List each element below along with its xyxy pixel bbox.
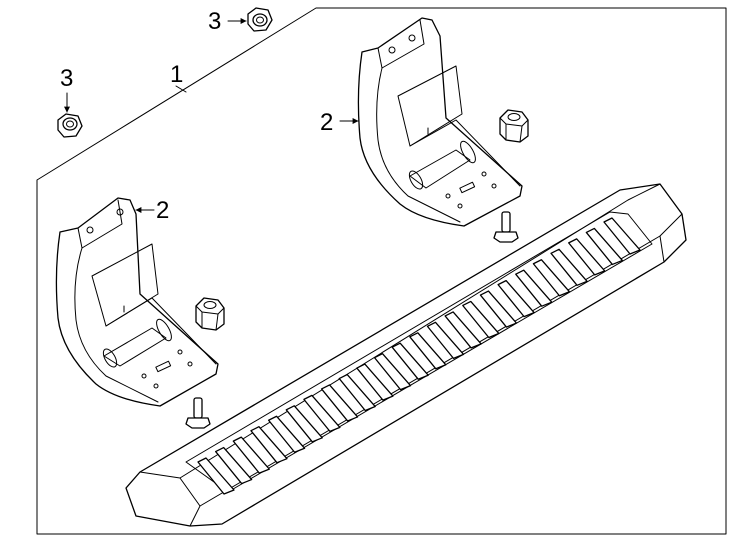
callout-assembly: 1 bbox=[170, 61, 183, 88]
tread-rib bbox=[444, 311, 482, 349]
callout-bracket-left: 2 bbox=[156, 197, 169, 224]
nut-top bbox=[247, 7, 273, 32]
tread-rib bbox=[550, 248, 588, 286]
tread-rib bbox=[479, 290, 518, 328]
tread-rib bbox=[603, 217, 641, 255]
tread-rib bbox=[409, 332, 447, 370]
tread-rib bbox=[426, 321, 465, 359]
tread-rib bbox=[356, 363, 394, 401]
callout-nut-top: 3 bbox=[208, 8, 221, 35]
tread-rib bbox=[373, 353, 412, 391]
tread-rib bbox=[267, 415, 306, 453]
hex-nut-left bbox=[195, 297, 225, 331]
bracket-left bbox=[55, 197, 219, 407]
tread-rib bbox=[285, 405, 323, 443]
tread-rib bbox=[532, 259, 571, 297]
bolt-left bbox=[185, 397, 211, 429]
tread-rib bbox=[232, 436, 270, 474]
callout-nut-left: 3 bbox=[60, 65, 73, 92]
nut-left bbox=[57, 113, 83, 138]
tread-rib bbox=[585, 227, 623, 266]
tread-rib bbox=[391, 342, 429, 380]
bracket-right bbox=[357, 17, 523, 227]
tread-rib bbox=[320, 384, 359, 422]
tread-rib bbox=[250, 426, 288, 464]
tread-rib bbox=[338, 373, 376, 412]
tread-rib bbox=[515, 269, 553, 307]
assembly-frame bbox=[36, 7, 727, 535]
bolt-right bbox=[493, 211, 519, 243]
tread-rib bbox=[197, 457, 235, 495]
tread-rib bbox=[462, 300, 500, 339]
callout-bracket-right: 2 bbox=[320, 109, 333, 136]
hex-nut-right bbox=[499, 109, 529, 143]
tread-rib bbox=[215, 446, 253, 485]
running-board-treads bbox=[197, 217, 641, 495]
tread-rib bbox=[497, 279, 535, 318]
tread-rib bbox=[303, 394, 341, 433]
tread-rib bbox=[568, 238, 606, 276]
